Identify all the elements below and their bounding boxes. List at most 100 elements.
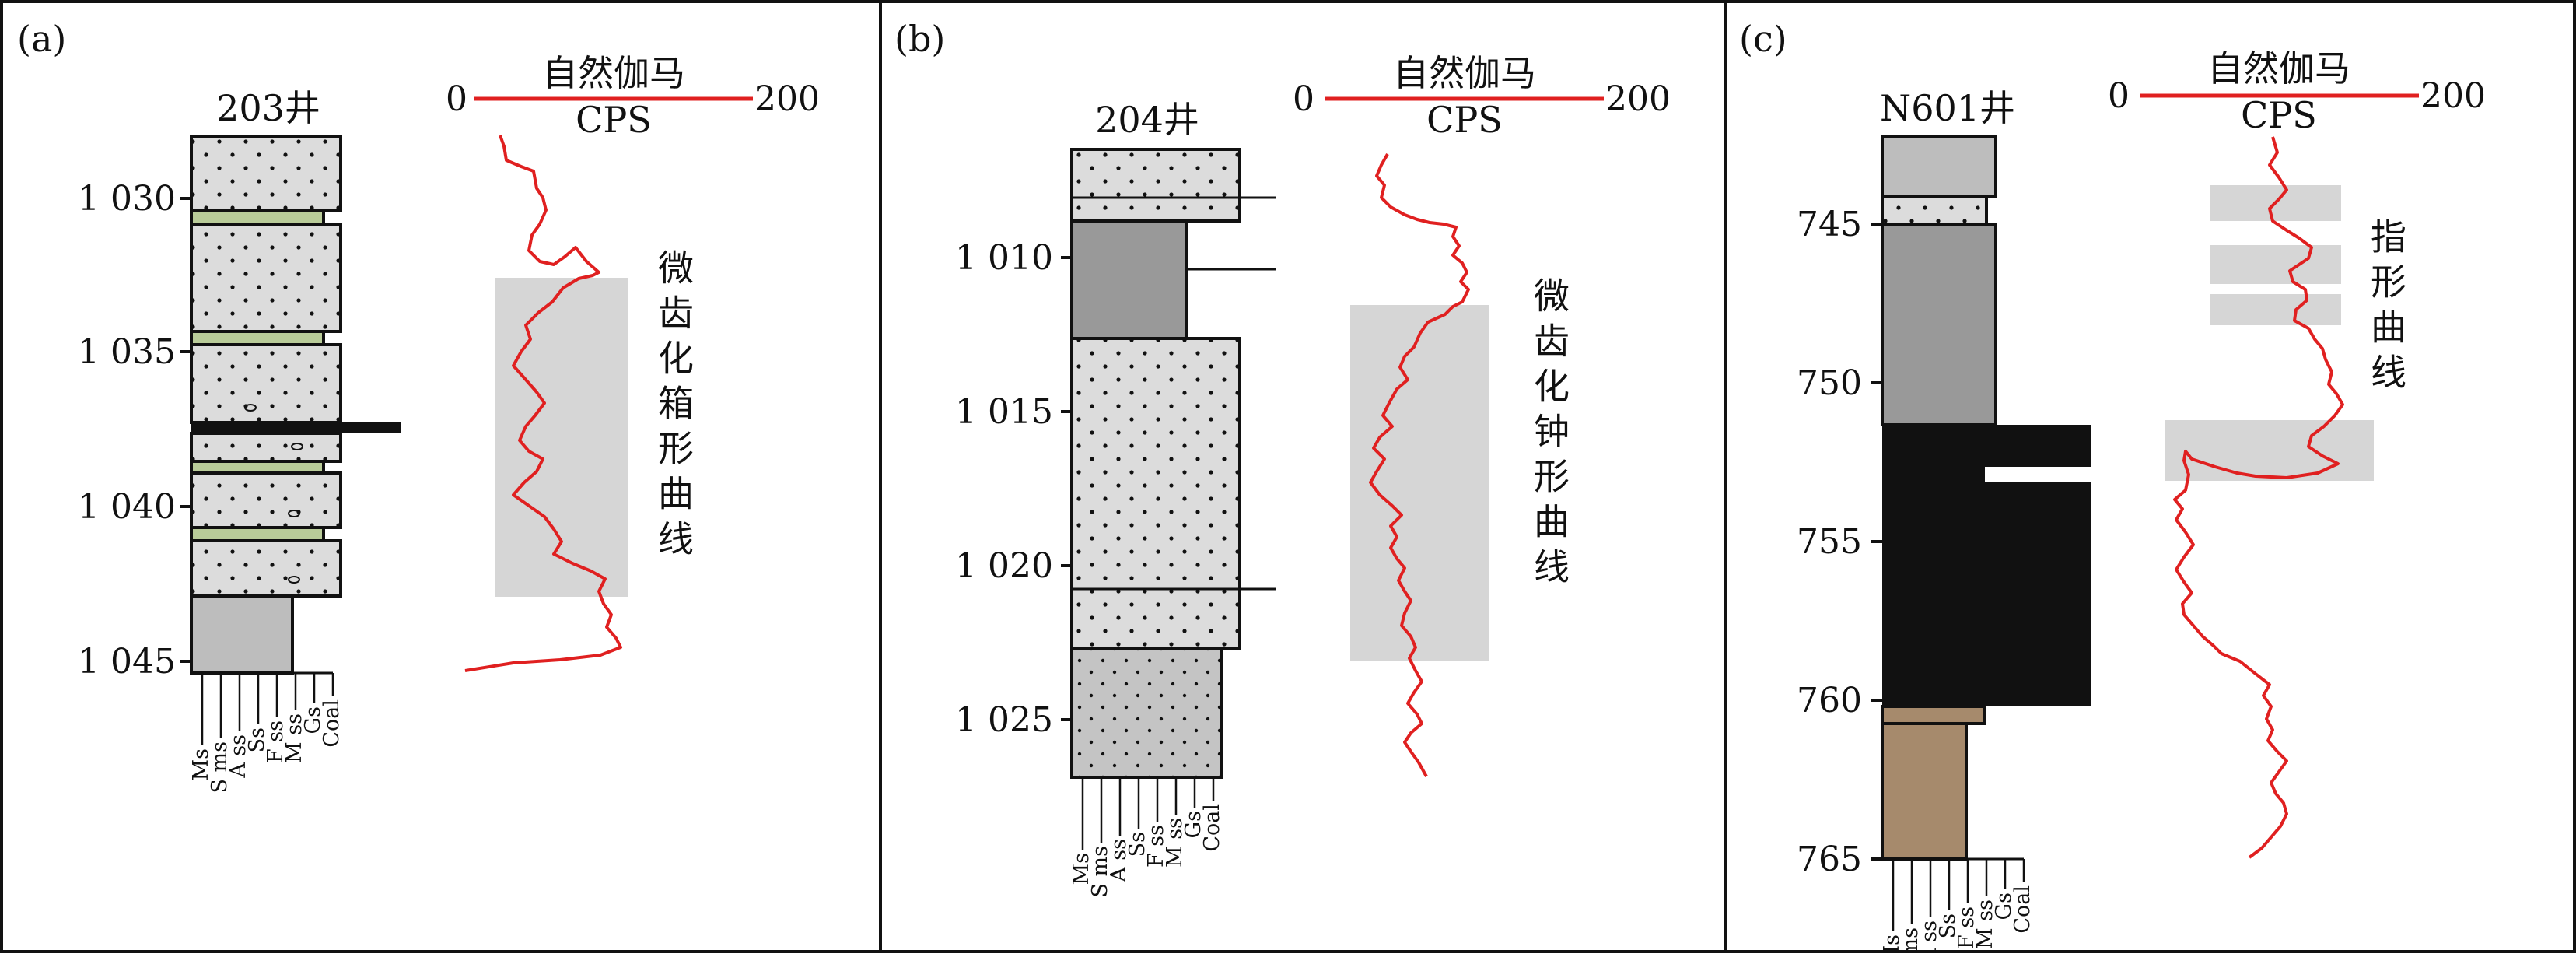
panel-a-letter: (a) bbox=[17, 18, 66, 60]
highlight-box bbox=[2210, 294, 2341, 325]
panel-a-gamma-title: 自然伽马 bbox=[542, 52, 685, 94]
sandstone-bed-pattern bbox=[1072, 149, 1240, 221]
grain-scale-label: Gs bbox=[1992, 892, 2016, 920]
panel-c-gamma-unit: CPS bbox=[2241, 94, 2317, 136]
grain-scale-label: A ss bbox=[1917, 920, 1941, 953]
grain-scale-label: Ms bbox=[1069, 853, 1094, 885]
panel-a-frame bbox=[0, 0, 882, 953]
grain-scale-label: S ms bbox=[1899, 927, 1923, 953]
green-interbed-pattern bbox=[191, 211, 324, 224]
grain-scale-label: M ss bbox=[1973, 899, 1997, 949]
mudstone-bed bbox=[190, 594, 294, 675]
grain-scale-label: Ss bbox=[1125, 832, 1150, 857]
panel-a-highlight-box bbox=[495, 278, 628, 597]
coal-gap bbox=[1985, 467, 2091, 482]
grain-scale-label: M ss bbox=[282, 713, 306, 763]
panel-b-gamma-min: 0 bbox=[1293, 79, 1314, 119]
panel-c-letter: (c) bbox=[1739, 18, 1787, 60]
grain-scale-label: S ms bbox=[1088, 846, 1112, 898]
sandstone-bed-pattern bbox=[191, 224, 341, 331]
panel-c-gamma-title: 自然伽马 bbox=[2207, 47, 2350, 89]
grain-scale-label: M ss bbox=[1163, 818, 1187, 868]
grain-scale-label: Coal bbox=[1200, 804, 1224, 852]
panel-b-gamma-max: 200 bbox=[1605, 79, 1671, 119]
panel-b-gamma-curve bbox=[1369, 153, 1470, 777]
green-interbed-pattern bbox=[191, 528, 324, 541]
panel-a-lithology-column bbox=[190, 135, 342, 675]
depth-label: 1 030 bbox=[78, 179, 176, 219]
depth-label: 760 bbox=[1797, 681, 1862, 720]
grain-scale-label: Gs bbox=[301, 706, 325, 734]
grain-scale-label: Ms bbox=[189, 748, 213, 781]
depth-label: 1 020 bbox=[955, 546, 1053, 586]
depth-label: 1 010 bbox=[955, 238, 1053, 278]
panel-c-frame bbox=[1724, 0, 2576, 953]
depth-label: 745 bbox=[1797, 205, 1862, 244]
grain-scale-label: Coal bbox=[320, 699, 344, 748]
sandstone-bed-pattern bbox=[191, 345, 341, 422]
grain-scale-label: S ms bbox=[208, 741, 232, 794]
highlight-box bbox=[2210, 245, 2341, 284]
tan-thin-bed bbox=[1881, 705, 1986, 725]
panel-a-well-name: 203井 bbox=[216, 87, 320, 129]
panel-c-lithology-column bbox=[1881, 135, 1997, 861]
panel-b: (b) 204井 0 200 自然伽马 CPS 1 010 1 015 1 02… bbox=[894, 18, 1671, 898]
panel-b-lithology-column bbox=[1070, 148, 1241, 779]
grain-scale-label: A ss bbox=[226, 734, 250, 779]
panel-c-well-name: N601井 bbox=[1880, 87, 2015, 129]
green-interbed-pattern bbox=[191, 461, 324, 473]
pebble-marks bbox=[244, 404, 303, 584]
sandstone-bed-pattern bbox=[1882, 196, 1986, 224]
panel-b-depth-axis: 1 010 1 015 1 020 1 025 bbox=[955, 238, 1072, 740]
panel-a-gamma-unit: CPS bbox=[576, 99, 652, 141]
panel-b-annotation: 微齿化钟形曲线 bbox=[1528, 277, 1570, 593]
grain-scale-label: Ss bbox=[245, 727, 269, 752]
tan-bed bbox=[1881, 722, 1968, 861]
panel-a-gamma-min: 0 bbox=[446, 79, 467, 119]
depth-label: 1 015 bbox=[955, 392, 1053, 432]
panel-c-gamma-curve bbox=[2173, 136, 2344, 859]
panel-c-gamma-max: 200 bbox=[2420, 76, 2486, 116]
panel-c-highlight-boxes bbox=[2165, 185, 2374, 481]
green-interbed-pattern bbox=[191, 331, 324, 345]
grain-scale-label: Gs bbox=[1181, 811, 1206, 838]
depth-label: 750 bbox=[1797, 363, 1862, 403]
fine-sandstone-bed-pattern bbox=[1072, 649, 1221, 777]
depth-label: 1 040 bbox=[78, 487, 176, 527]
panel-b-frame bbox=[879, 0, 1727, 953]
panel-a: (a) 203井 0 200 自然伽马 CPS 1 030 1 035 1 04… bbox=[17, 18, 820, 794]
panel-b-highlight-box bbox=[1350, 305, 1489, 661]
silty-mudstone-bed bbox=[1881, 223, 1997, 426]
depth-label: 755 bbox=[1797, 522, 1862, 562]
grain-scale-label: A ss bbox=[1107, 839, 1131, 883]
panel-c: (c) N601井 0 200 自然伽马 CPS 745 750 755 760… bbox=[1739, 18, 2486, 957]
grain-scale-label: F ss bbox=[1144, 825, 1168, 868]
panel-a-depth-axis: 1 030 1 035 1 040 1 045 bbox=[78, 179, 191, 682]
grain-scale-label: Coal bbox=[2011, 885, 2035, 934]
panel-a-gamma-curve bbox=[464, 135, 622, 672]
depth-label: 765 bbox=[1797, 840, 1862, 879]
panel-a-gamma-max: 200 bbox=[754, 79, 820, 119]
panel-b-well-name: 204井 bbox=[1095, 99, 1199, 141]
depth-label: 1 025 bbox=[955, 700, 1053, 740]
sandstone-bed-pattern bbox=[191, 473, 341, 528]
silty-mudstone-bed bbox=[1070, 219, 1188, 340]
panel-c-gamma-min: 0 bbox=[2108, 76, 2130, 116]
panel-b-gamma-title: 自然伽马 bbox=[1393, 52, 1536, 94]
grain-scale-label: F ss bbox=[264, 720, 288, 763]
coal-seam bbox=[191, 422, 401, 433]
sandstone-bed-pattern bbox=[1072, 338, 1240, 649]
panel-a-annotation: 微齿化箱形曲线 bbox=[653, 249, 695, 565]
sandstone-bed-pattern bbox=[191, 541, 341, 596]
sandstone-bed-pattern bbox=[191, 433, 341, 461]
panel-c-depth-axis: 745 750 755 760 765 bbox=[1797, 205, 1882, 879]
depth-label: 1 045 bbox=[78, 642, 176, 682]
panel-c-annotation: 指形曲线 bbox=[2365, 218, 2407, 398]
highlight-box bbox=[2165, 420, 2374, 481]
grain-scale-label: F ss bbox=[1955, 906, 1979, 949]
